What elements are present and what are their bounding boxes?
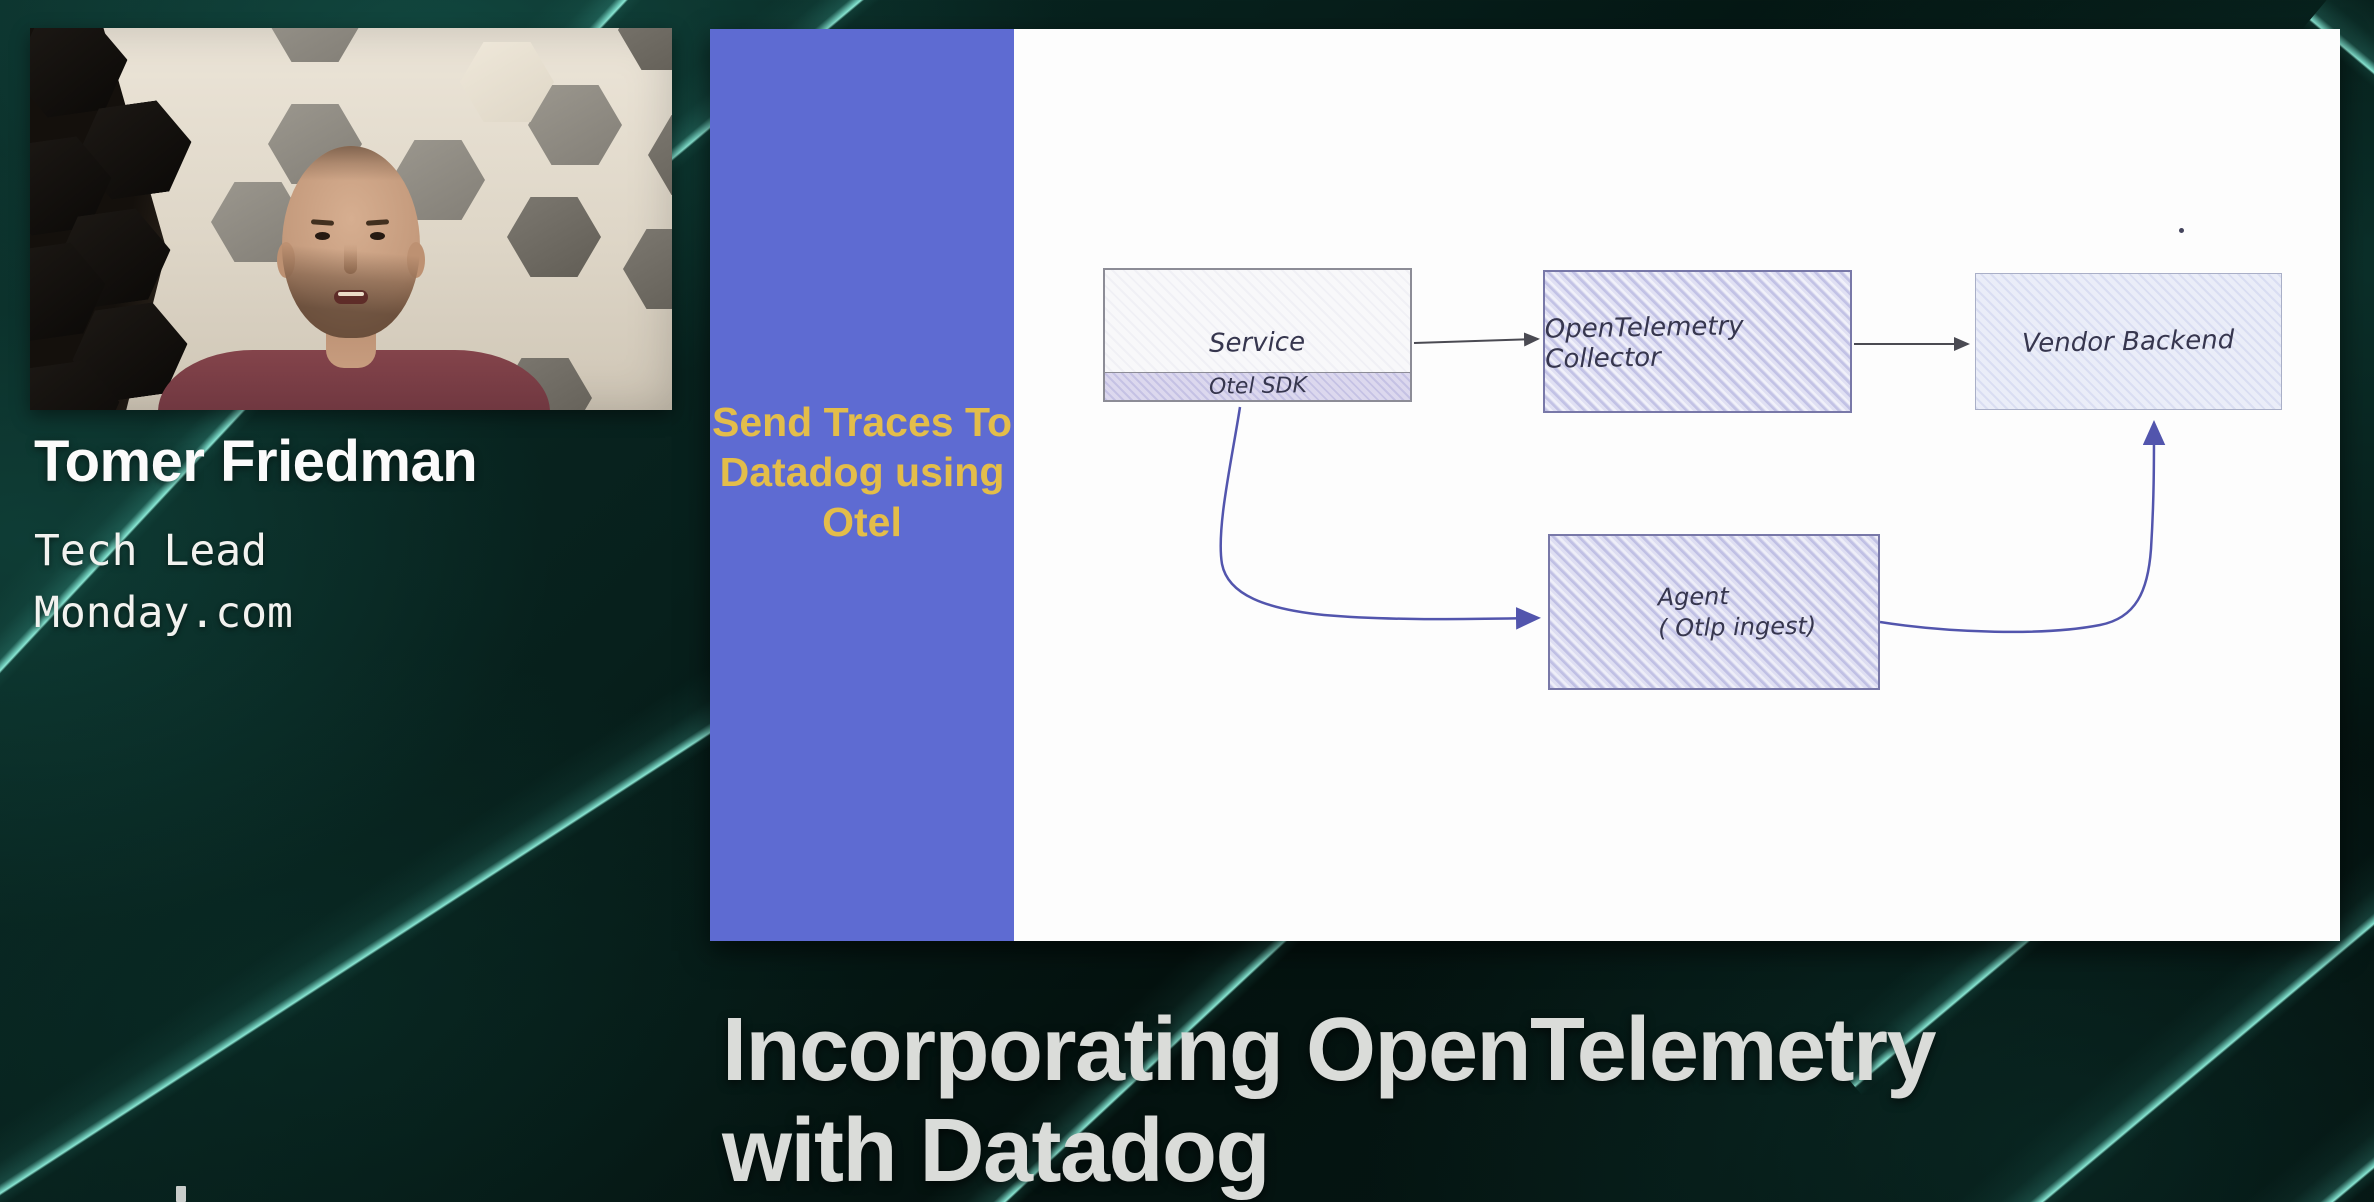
node-opentelemetry-collector: OpenTelemetry Collector — [1543, 270, 1852, 413]
video-title-line1: Incorporating OpenTelemetry — [722, 1000, 1937, 1100]
bottom-edge-mark — [176, 1186, 186, 1202]
node-otel-sdk: Otel SDK — [1103, 372, 1412, 402]
speaker-face — [277, 146, 425, 338]
video-title-line2: with Datadog — [722, 1101, 1270, 1201]
edge-service-agent — [1219, 406, 1541, 630]
video-title: Incorporating OpenTelemetry with Datadog — [722, 1000, 1937, 1202]
speaker-details: Tech Lead Monday.com — [34, 520, 293, 644]
edge-service-collector — [1413, 332, 1540, 347]
speaker-name: Tomer Friedman — [34, 429, 478, 494]
diagram-canvas: Service Otel SDK OpenTelemetry Collector… — [1014, 29, 2340, 941]
speaker-role: Tech Lead — [34, 526, 267, 576]
diagram-edges — [1219, 332, 2166, 634]
node-agent: Agent ( Otlp ingest) — [1548, 534, 1880, 690]
webcam-video — [30, 28, 672, 410]
slide-section-title: Send Traces To Datadog using Otel — [711, 399, 1012, 545]
stray-dot — [2179, 228, 2184, 233]
speaker-company: Monday.com — [34, 588, 293, 638]
slide-sidebar: Send Traces To Datadog using Otel — [710, 29, 1014, 941]
node-vendor-backend: Vendor Backend — [1975, 228, 2282, 410]
hex-panel — [507, 197, 601, 277]
speaker-person — [30, 28, 672, 410]
presentation-slide: Send Traces To Datadog using Otel — [710, 29, 2340, 941]
edge-agent-vendor — [1879, 420, 2166, 634]
